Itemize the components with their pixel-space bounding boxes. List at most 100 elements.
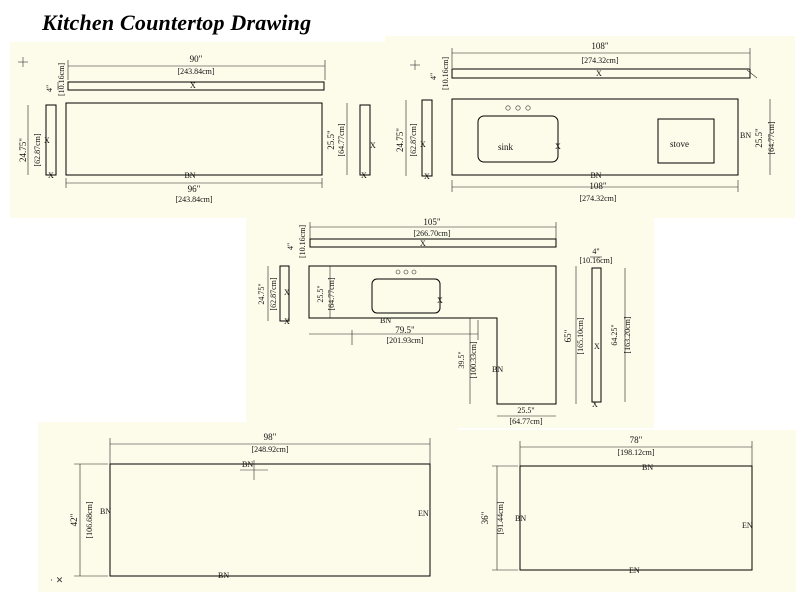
faucet-hole — [505, 105, 511, 111]
faucet-hole — [515, 105, 521, 111]
countertop-4 — [109, 463, 431, 577]
top-length-in: 96" — [188, 184, 201, 194]
mark-x: X — [594, 342, 600, 351]
depth-cm: [106.68cm] — [85, 501, 94, 538]
strip-height-in: 4" — [45, 85, 54, 92]
corner-tick — [746, 69, 758, 79]
inner-depth-cm: [64.77cm] — [327, 277, 336, 310]
top-length-in: 108" — [589, 181, 607, 191]
mark-x: X — [420, 140, 426, 149]
panel-3: 105" [266.70cm] X 4" [10.16cm] X X 24.75… — [257, 217, 632, 426]
side-strip-left — [45, 104, 57, 176]
mark-bn: BN — [515, 514, 526, 523]
panel-1: 90" [243.84cm] X 4" [10.16cm] X X 24.75"… — [18, 54, 376, 204]
strip-height-in: 4" — [286, 243, 295, 250]
strip-height-cm: [10.16cm] — [441, 57, 450, 90]
stove-label: stove — [670, 139, 689, 149]
stove-cutout — [657, 118, 715, 164]
right-strip-in: 64.25" — [610, 324, 619, 345]
mark-x: X — [420, 239, 426, 248]
strip-length-cm: [274.32cm] — [581, 56, 618, 65]
depth-in: 42" — [69, 513, 79, 526]
long-length-in: 79.5" — [395, 325, 415, 335]
right-depth-cm: [64.77cm] — [337, 123, 346, 156]
left-depth-cm: [62.87cm] — [409, 123, 418, 156]
countertop-3-l-shape — [308, 265, 557, 405]
left-strip-in: 24.75" — [257, 283, 266, 304]
left-depth-in: 24.75" — [395, 128, 405, 152]
backsplash-strip — [451, 68, 751, 79]
mark-x: X — [361, 171, 367, 180]
mark-en: EN — [629, 566, 640, 575]
panel-2-background — [385, 36, 795, 218]
mark-x: X — [190, 81, 196, 90]
strip-height-cm: [10.16cm] — [298, 225, 307, 258]
mark-bn: BN — [642, 463, 653, 472]
leg-height-in: 39.5" — [457, 351, 466, 368]
strip-length-in: 108" — [591, 41, 609, 51]
length-in: 98" — [264, 432, 277, 442]
right-depth-in: 25.5" — [326, 130, 336, 150]
mark-bn: BN — [590, 171, 601, 180]
top-right-in: 4" — [592, 247, 599, 256]
length-in: 78" — [630, 435, 643, 445]
countertop-5 — [519, 465, 753, 571]
mark-bn: BN — [380, 316, 391, 325]
mark-bn: BN — [740, 131, 751, 140]
strip-length-cm: [266.70cm] — [413, 229, 450, 238]
countertop-2 — [451, 98, 739, 176]
top-right-cm: [10.16cm] — [579, 256, 612, 265]
side-strip-left — [279, 265, 290, 322]
side-strip-right — [359, 104, 371, 176]
panel-5-background — [456, 430, 796, 592]
countertop-1 — [65, 102, 323, 176]
leg-height-cm: [100.33cm] — [469, 341, 478, 378]
mark-x: X — [555, 142, 561, 151]
mark-x: X — [370, 141, 376, 150]
faucet-hole — [525, 105, 531, 111]
mark-en: EN — [418, 509, 429, 518]
side-strip-left — [421, 99, 433, 177]
left-strip-cm: [62.87cm] — [269, 277, 278, 310]
top-length-cm: [243.84cm] — [175, 195, 212, 204]
left-depth-in: 24.75" — [18, 138, 28, 162]
mark-x: X — [284, 317, 290, 326]
sink-label: sink — [498, 142, 514, 152]
left-depth-cm: [62.87cm] — [33, 133, 42, 166]
sink-cutout — [477, 115, 559, 163]
mark-en: EN — [742, 521, 753, 530]
mark-x: X — [437, 296, 443, 305]
right-depth-in: 25.5" — [754, 128, 764, 148]
faucet-hole — [403, 269, 409, 275]
backsplash-strip — [67, 81, 325, 91]
faucet-hole — [411, 269, 417, 275]
total-height-cm: [165.10cm] — [576, 317, 585, 354]
mark-x: X — [596, 69, 602, 78]
panel-5: 78" [198.12cm] BN BN EN EN 36" [91.44cm] — [480, 435, 753, 575]
strip-height-cm: [10.16cm] — [57, 63, 66, 96]
leg-width-cm: [64.77cm] — [509, 417, 542, 426]
right-depth-cm: [64.77cm] — [767, 121, 776, 154]
page-title: Kitchen Countertop Drawing — [42, 10, 312, 35]
strip-length-in: 90" — [190, 54, 203, 64]
length-cm: [248.92cm] — [251, 445, 288, 454]
total-height-in: 65" — [563, 329, 573, 342]
backsplash-strip — [309, 238, 557, 248]
panel-4-background — [38, 422, 458, 592]
length-cm: [198.12cm] — [617, 448, 654, 457]
right-strip-cm: [163.20cm] — [623, 316, 632, 353]
mark-bn: BN — [492, 365, 503, 374]
sink-cutout — [371, 278, 441, 314]
mark-bn: BN — [242, 460, 253, 469]
mark-bn: BN — [184, 171, 195, 180]
strip-length-in: 105" — [423, 217, 441, 227]
mark-x: X — [592, 400, 598, 409]
depth-cm: [91.44cm] — [496, 501, 505, 534]
panel-3-background — [246, 218, 654, 428]
corner-mark: · ✕ — [50, 576, 64, 586]
top-length-cm: [274.32cm] — [579, 194, 616, 203]
panel-4: 98" [248.92cm] BN BN EN BN 42" [106.68cm… — [69, 432, 431, 580]
mark-x: X — [48, 171, 54, 180]
long-length-cm: [201.93cm] — [386, 336, 423, 345]
